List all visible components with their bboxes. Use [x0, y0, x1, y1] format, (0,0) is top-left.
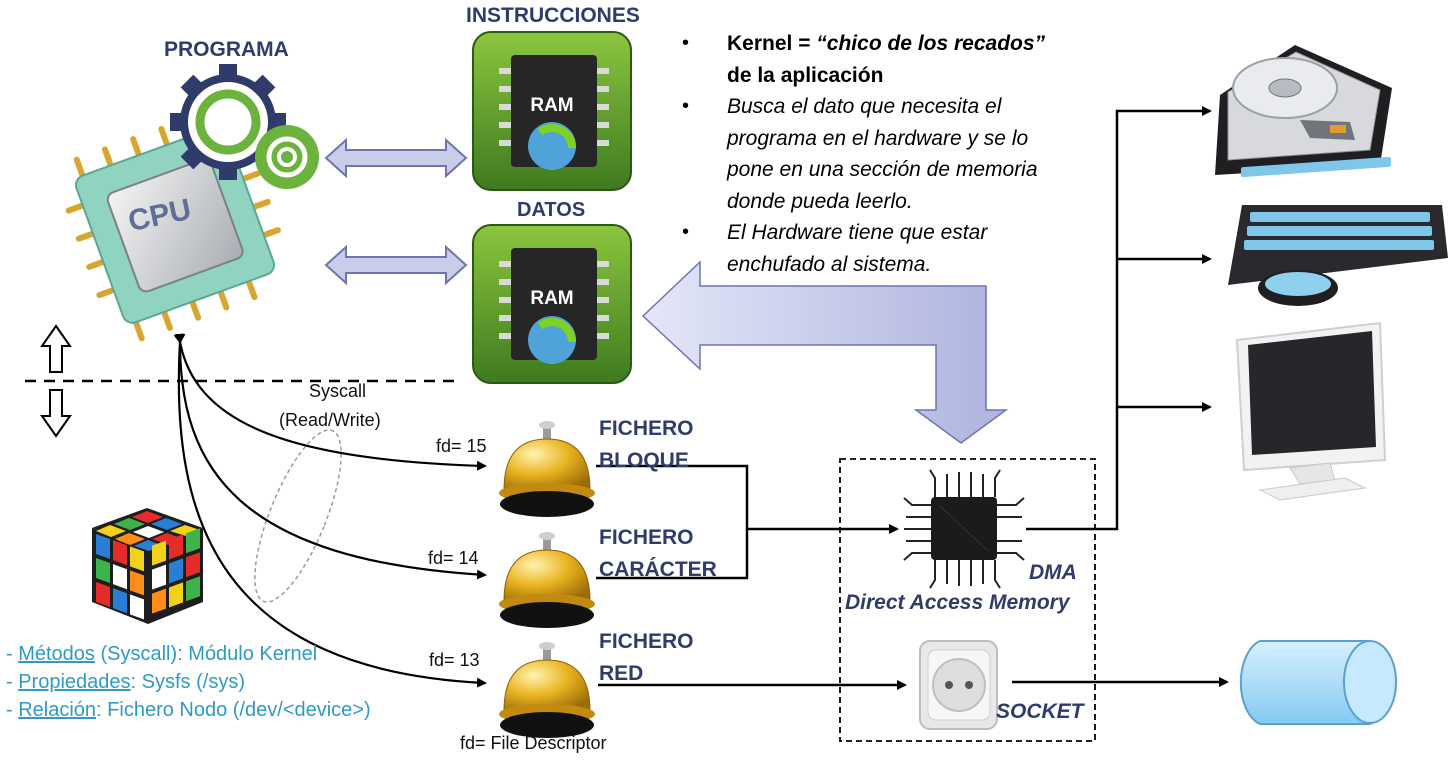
fd-caption: fd= File Descriptor — [460, 733, 607, 753]
legend-relacion: - Relación: Fichero Nodo (/dev/<device>) — [6, 699, 371, 721]
kernel-bullets: Kernel = “chico de los recados” de la ap… — [678, 28, 1058, 280]
datos-label: DATOS — [517, 199, 586, 221]
instrucciones-label: INSTRUCCIONES — [466, 4, 640, 27]
bullet-kernel: Kernel = “chico de los recados” de la ap… — [678, 28, 1058, 91]
network-cylinder-icon — [1239, 640, 1397, 725]
ram-instrucciones-icon: RAM — [472, 31, 632, 191]
dma-box — [839, 458, 1096, 742]
hard-disk-icon — [1215, 45, 1392, 175]
legend-metodos-rest: (Syscall): Módulo Kernel — [94, 643, 318, 665]
keyboard-mouse-icon — [1228, 156, 1448, 306]
bells-to-dma-connector — [596, 464, 907, 690]
gear-icon — [170, 64, 319, 189]
fd-13-label: fd= 13 — [429, 650, 480, 670]
fichero-bloque-label: FICHERO BLOQUE — [599, 413, 694, 477]
ram-label: RAM — [530, 95, 573, 116]
bullet-hardware-text: El Hardware tiene que estar enchufado al… — [727, 221, 988, 276]
fichero-red-line-2: RED — [599, 662, 644, 685]
fichero-bloque-line-1: FICHERO — [599, 417, 694, 440]
socket-label: SOCKET — [996, 700, 1084, 723]
fd-15-label: fd= 15 — [436, 436, 487, 456]
syscall-label: Syscall — [309, 381, 367, 401]
fichero-caracter-line-2: CARÁCTER — [599, 558, 717, 581]
ram-datos-icon: RAM — [472, 224, 632, 384]
fichero-caracter-line-1: FICHERO — [599, 526, 694, 549]
legend-propiedades: - Propiedades: Sysfs (/sys) — [6, 671, 245, 693]
cpu-datos-double-arrow — [324, 244, 468, 286]
legend-relacion-rest: : Fichero Nodo (/dev/<device>) — [96, 699, 371, 721]
dma-chip-icon — [903, 469, 1025, 589]
rubiks-cube-icon — [92, 508, 203, 624]
fichero-red-label: FICHERO RED — [599, 626, 694, 690]
fichero-bloque-line-2: BLOQUE — [599, 449, 689, 472]
legend-metodos-term: Métodos — [18, 643, 95, 665]
legend-relacion-term: Relación — [18, 699, 97, 721]
cpu-instrucciones-double-arrow — [324, 137, 468, 179]
dma-label: DMA — [1029, 561, 1077, 584]
service-bell-bloque-icon — [499, 421, 595, 517]
legend-propiedades-rest: : Sysfs (/sys) — [130, 671, 245, 693]
legend-propiedades-term: Propiedades — [18, 671, 131, 693]
programa-label: PROGRAMA — [164, 38, 289, 61]
dma-to-devices-connector — [1026, 106, 1212, 531]
legend-metodos: - Métodos (Syscall): Módulo Kernel — [6, 643, 318, 665]
bullet-kernel-italic: “chico de los recados” — [816, 32, 1046, 55]
syscall-ellipse — [254, 429, 342, 603]
dma-full-label: Direct Access Memory — [845, 591, 1070, 614]
service-bell-caracter-icon — [499, 532, 595, 628]
syscall-arrows — [173, 333, 487, 688]
service-bell-red-icon — [499, 642, 595, 738]
bullet-hardware: El Hardware tiene que estar enchufado al… — [678, 217, 1058, 280]
legend: - Métodos (Syscall): Módulo Kernel - Pro… — [6, 640, 371, 724]
ram-label: RAM — [530, 288, 573, 309]
fd-14-label: fd= 14 — [428, 548, 479, 568]
monitor-icon — [1235, 321, 1387, 501]
dma-to-ram-big-arrow — [641, 260, 1009, 444]
fichero-red-line-1: FICHERO — [599, 630, 694, 653]
bullet-busca-text: Busca el dato que necesita el programa e… — [727, 95, 1038, 213]
fichero-caracter-label: FICHERO CARÁCTER — [599, 522, 717, 586]
bullet-kernel-bold-2: de la aplicación — [727, 63, 884, 87]
bullet-busca: Busca el dato que necesita el programa e… — [678, 91, 1058, 217]
power-socket-icon — [919, 640, 998, 730]
bullet-kernel-bold-1: Kernel = — [727, 32, 817, 55]
user-kernel-separator — [25, 324, 458, 438]
read-write-label: (Read/Write) — [279, 410, 381, 430]
